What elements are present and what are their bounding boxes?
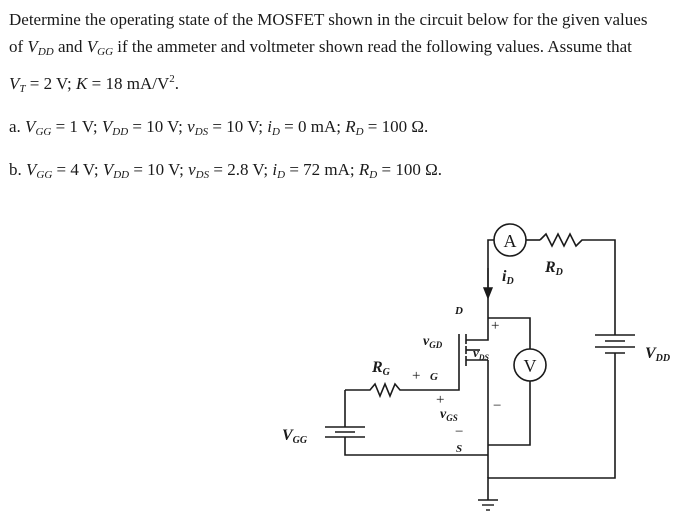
part-b-vds-sub: DS <box>195 169 210 181</box>
vds-minus-mark: − <box>493 398 501 414</box>
part-b-vds-value: = 2.8 V; <box>209 160 273 179</box>
part-b-vgg-value: = 4 V; <box>52 160 103 179</box>
vt-value: = 2 V; <box>25 74 77 93</box>
intro-text-2c: if the ammeter and voltmeter shown read … <box>113 37 632 56</box>
part-a-id: i <box>267 117 272 136</box>
part-a-vds-sub: DS <box>194 126 209 138</box>
vt-symbol: V <box>9 74 20 93</box>
ammeter-icon <box>493 223 527 257</box>
part-b-label: b. <box>9 160 26 179</box>
vt-subscript: T <box>19 83 26 95</box>
part-a-vds-value: = 10 V; <box>208 117 268 136</box>
voltmeter-icon <box>513 348 547 382</box>
part-a-line: a. VGG = 1 V; VDD = 10 V; vDS = 10 V; iD… <box>9 113 693 146</box>
part-a-rd-value: = 100 Ω. <box>363 117 429 136</box>
part-b-vdd: V <box>102 160 114 179</box>
vgs-plus-near-rg: + <box>412 368 420 384</box>
vdd-symbol: V <box>27 37 38 56</box>
vdd-subscript: DD <box>37 46 54 58</box>
intro-line-1: Determine the operating state of the MOS… <box>9 6 693 33</box>
part-a-vdd: V <box>101 117 113 136</box>
id-label: iD <box>502 268 514 287</box>
part-a-id-value: = 0 mA; <box>279 117 346 136</box>
k-symbol: K <box>76 74 88 93</box>
voltmeter-label: V <box>524 356 537 376</box>
part-a-id-sub: D <box>271 126 280 138</box>
drain-terminal-label: D <box>454 305 463 317</box>
vgs-label: vGS <box>440 407 458 423</box>
vgs-plus-mark: + <box>436 392 444 408</box>
part-a-vgg-value: = 1 V; <box>51 117 102 136</box>
part-b-line: b. VGG = 4 V; VDD = 10 V; vDS = 2.8 V; i… <box>9 156 693 189</box>
part-b-rd-sub: D <box>369 169 378 181</box>
part-a-rd-sub: D <box>355 126 364 138</box>
intro-line-2: of VDD and VGG if the ammeter and voltme… <box>9 33 693 66</box>
intro-text-2b: and <box>53 37 87 56</box>
part-a-vdd-sub: DD <box>112 126 129 138</box>
part-b-id-value: = 72 mA; <box>285 160 359 179</box>
part-a-label: a. <box>9 117 26 136</box>
vgd-label: vGD <box>423 334 443 350</box>
ground-icon <box>478 499 498 511</box>
rg-label: RG <box>371 359 391 378</box>
intro-text-2a: of <box>9 37 28 56</box>
vgg-symbol: V <box>86 37 98 56</box>
k-value: = 18 mA/V <box>87 74 170 93</box>
drain-current-arrow-icon <box>482 268 494 300</box>
part-b-vdd-sub: DD <box>113 169 130 181</box>
part-a-vdd-value: = 10 V; <box>128 117 188 136</box>
part-b-vgg-sub: GG <box>36 169 53 181</box>
circuit-wires <box>344 232 616 500</box>
part-a-vgg: V <box>25 117 36 136</box>
vdd-battery-symbol <box>595 334 635 354</box>
vds-plus-mark: + <box>491 318 499 334</box>
intro-line-3: VT = 2 V; K = 18 mA/V2. <box>9 66 693 103</box>
problem-statement: Determine the operating state of the MOS… <box>9 6 693 189</box>
part-a-vds: v <box>187 117 195 136</box>
vdd-label: VDD <box>645 345 670 364</box>
ammeter-label: A <box>504 231 517 251</box>
part-b-id-sub: D <box>277 169 286 181</box>
vgg-label: VGG <box>282 427 308 446</box>
part-a-vgg-sub: GG <box>35 126 52 138</box>
vgs-minus-mark: − <box>455 424 463 440</box>
rd-label: RD <box>544 259 563 278</box>
part-a-rd: R <box>345 117 356 136</box>
part-b-rd-value: = 100 Ω. <box>377 160 442 179</box>
vds-label: vDS <box>473 345 490 362</box>
part-b-vds: v <box>188 160 196 179</box>
intro-period: . <box>174 74 179 93</box>
intro-text-1: Determine the operating state of the MOS… <box>9 10 648 29</box>
vgg-subscript: GG <box>97 46 114 58</box>
k-superscript: 2 <box>169 73 175 85</box>
part-b-id: i <box>272 160 278 179</box>
gate-terminal-label: G <box>430 371 438 383</box>
part-b-vgg: V <box>26 160 37 179</box>
source-terminal-label: S <box>456 443 462 455</box>
vgg-battery-symbol <box>325 426 365 438</box>
part-b-rd: R <box>358 160 370 179</box>
part-b-vdd-value: = 10 V; <box>129 160 189 179</box>
